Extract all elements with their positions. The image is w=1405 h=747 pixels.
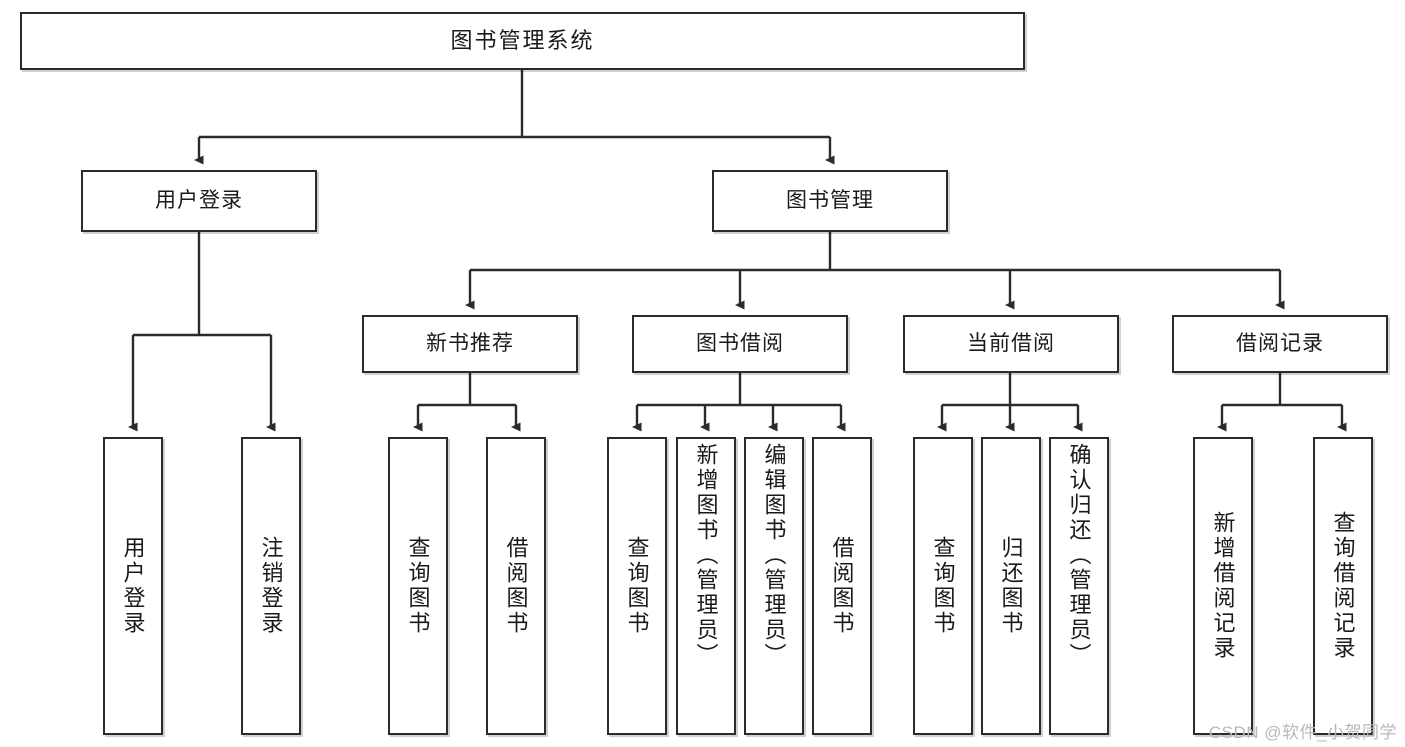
- node-label: 确认归还（管理员）: [1066, 443, 1092, 668]
- leaf-recommend-borrow-book[interactable]: 借阅图书: [486, 437, 546, 735]
- leaf-current-return-book[interactable]: 归还图书: [981, 437, 1041, 735]
- node-borrow-record[interactable]: 借阅记录: [1172, 315, 1388, 373]
- node-label: 借阅图书: [829, 536, 855, 636]
- node-label: 新书推荐: [426, 331, 514, 355]
- node-label: 查询图书: [930, 536, 956, 636]
- node-label: 借阅记录: [1236, 331, 1324, 355]
- node-label: 当前借阅: [967, 331, 1055, 355]
- node-label: 查询图书: [624, 536, 650, 636]
- node-label: 注销登录: [258, 536, 284, 636]
- node-label: 归还图书: [998, 536, 1024, 636]
- leaf-borrow-add-book-admin[interactable]: 新增图书（管理员）: [676, 437, 736, 735]
- leaf-record-add-record[interactable]: 新增借阅记录: [1193, 437, 1253, 735]
- leaf-current-confirm-return-admin[interactable]: 确认归还（管理员）: [1049, 437, 1109, 735]
- node-label: 用户登录: [155, 188, 243, 212]
- leaf-borrow-edit-book-admin[interactable]: 编辑图书（管理员）: [744, 437, 804, 735]
- node-root-system[interactable]: 图书管理系统: [20, 12, 1025, 70]
- node-label: 新增借阅记录: [1210, 511, 1236, 661]
- node-user-login[interactable]: 用户登录: [81, 170, 317, 232]
- leaf-current-query-book[interactable]: 查询图书: [913, 437, 973, 735]
- node-label: 用户登录: [120, 536, 146, 636]
- node-new-book-recommend[interactable]: 新书推荐: [362, 315, 578, 373]
- leaf-user-login[interactable]: 用户登录: [103, 437, 163, 735]
- leaf-recommend-query-book[interactable]: 查询图书: [388, 437, 448, 735]
- node-label: 借阅图书: [503, 536, 529, 636]
- leaf-user-logout[interactable]: 注销登录: [241, 437, 301, 735]
- leaf-borrow-borrow-book[interactable]: 借阅图书: [812, 437, 872, 735]
- leaf-borrow-query-book[interactable]: 查询图书: [607, 437, 667, 735]
- node-label: 查询借阅记录: [1330, 511, 1356, 661]
- node-label: 查询图书: [405, 536, 431, 636]
- node-book-management[interactable]: 图书管理: [712, 170, 948, 232]
- node-label: 编辑图书（管理员）: [761, 443, 787, 668]
- watermark-text: CSDN @软件_小贺同学: [1208, 723, 1397, 742]
- node-current-borrow[interactable]: 当前借阅: [903, 315, 1119, 373]
- leaf-record-query-record[interactable]: 查询借阅记录: [1313, 437, 1373, 735]
- node-label: 图书管理系统: [450, 28, 595, 54]
- node-book-borrow[interactable]: 图书借阅: [632, 315, 848, 373]
- node-label: 图书管理: [786, 188, 874, 212]
- node-label: 图书借阅: [696, 331, 784, 355]
- node-label: 新增图书（管理员）: [693, 443, 719, 668]
